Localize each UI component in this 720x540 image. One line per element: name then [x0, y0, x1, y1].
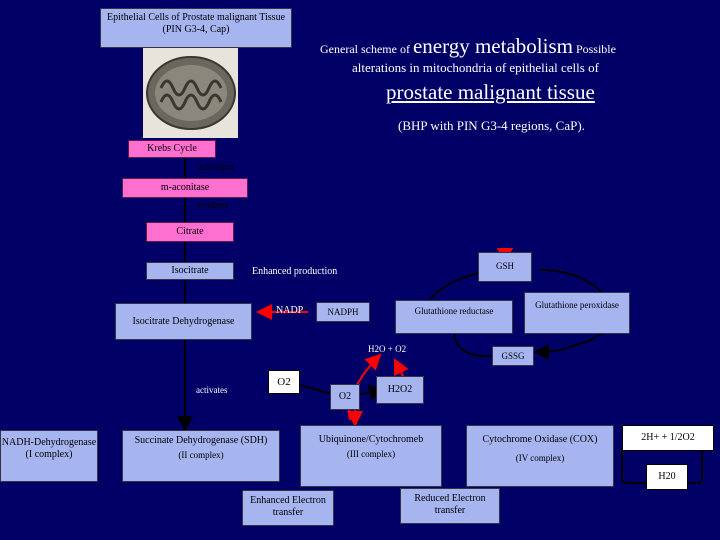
citrate-box: Citrate [146, 222, 234, 242]
o2-left-line [299, 384, 336, 396]
o2-box-b: O2 [330, 384, 360, 410]
aconitase-box: m-aconitase [122, 178, 248, 198]
h2o-o2-label: H2O + O2 [368, 344, 407, 354]
cell-box-text: Epithelial Cells of Prostate malignant T… [106, 12, 286, 35]
nadph-box: NADPH [316, 302, 370, 322]
h2o-box: H20 [646, 464, 688, 490]
title-big: energy metabolism [412, 34, 573, 58]
title-line-2: alterations in mitochondria of epithelia… [352, 60, 599, 75]
title-line-3: prostate malignant tissue [386, 80, 595, 104]
title-small-1: General scheme of [320, 42, 410, 56]
isocitrate-label: Isocitrate [171, 265, 209, 276]
activates-label: activates [196, 385, 228, 395]
ubiq-complex: (III complex) [346, 449, 396, 459]
reduced-transfer-box: Reduced Electron transfer [400, 488, 500, 524]
activation-label: activation [198, 162, 234, 172]
cox-box: Cytochrome Oxidase (COX) (IV complex) [466, 425, 614, 487]
o2-b-label: O2 [338, 391, 352, 402]
ubiq-box: Ubiquinone/Cytochromeb (III complex) [300, 425, 442, 487]
h-o2-label: 2H+ + 1/2O2 [641, 432, 695, 443]
cox-title: Cytochrome Oxidase (COX) [482, 434, 598, 445]
gsh-label: GSH [495, 261, 514, 271]
h-o2-box: 2H+ + 1/2O2 [622, 425, 714, 451]
enhanced-production-label: Enhanced production [252, 266, 338, 277]
nadph-label: NADPH [327, 307, 359, 317]
sdh-complex: (II complex) [178, 450, 224, 460]
citrate-label: Citrate [176, 226, 204, 237]
o2-box-a: O2 [268, 370, 300, 394]
reductase-box: Glutathione reductase [395, 300, 513, 334]
gssg-box: GSSG [492, 346, 534, 366]
icdh-box: Isocitrate Dehydrogenase [115, 303, 252, 340]
reduced-transfer-label: Reduced Electron transfer [414, 493, 486, 516]
aconitase-label: m-aconitase [160, 182, 210, 193]
h2o2-box: H2O2 [376, 376, 424, 404]
title-line-4: (BHP with PIN G3-4 regions, CaP). [398, 118, 585, 133]
enhanced-transfer-box: Enhanced Electron transfer [242, 490, 334, 526]
cox-complex: (IV complex) [515, 453, 565, 463]
h2o-label: H20 [658, 471, 676, 482]
gsh-cycle-path [533, 269, 612, 360]
gssg-label: GSSG [501, 351, 525, 361]
mitochondrion-image [143, 48, 238, 138]
sdh-box: Succinate Dehydrogenase (SDH) (II comple… [122, 430, 280, 482]
title-line-1: General scheme of energy metabolism Poss… [320, 34, 616, 59]
peroxidase-box: Glutathione peroxidase [524, 292, 630, 334]
krebs-label: Krebs Cycle [147, 143, 197, 154]
reductase-label: Glutathione reductase [414, 306, 494, 316]
isocitrate-box: Isocitrate [146, 262, 234, 280]
gsh-box: GSH [478, 252, 532, 282]
cell-box: Epithelial Cells of Prostate malignant T… [100, 8, 292, 48]
o2-a-label: O2 [277, 376, 291, 388]
enhanced-transfer-label: Enhanced Electron transfer [250, 495, 326, 518]
sdh-title: Succinate Dehydrogenase (SDH) [134, 435, 268, 446]
h2o2-label: H2O2 [387, 384, 413, 395]
nadh-label: NADH-Dehydrogenase (I complex) [1, 437, 97, 460]
nadp-label: NADP [276, 305, 304, 316]
krebs-box: Krebs Cycle [128, 140, 216, 158]
nadh-box: NADH-Dehydrogenase (I complex) [0, 430, 98, 482]
title-small-2: Possible [575, 42, 616, 56]
icdh-label: Isocitrate Dehydrogenase [132, 316, 235, 327]
ubiq-title: Ubiquinone/Cytochromeb [318, 434, 424, 445]
oxidates-label: oxidates [198, 200, 228, 210]
peroxidase-label: Glutathione peroxidase [535, 300, 619, 310]
